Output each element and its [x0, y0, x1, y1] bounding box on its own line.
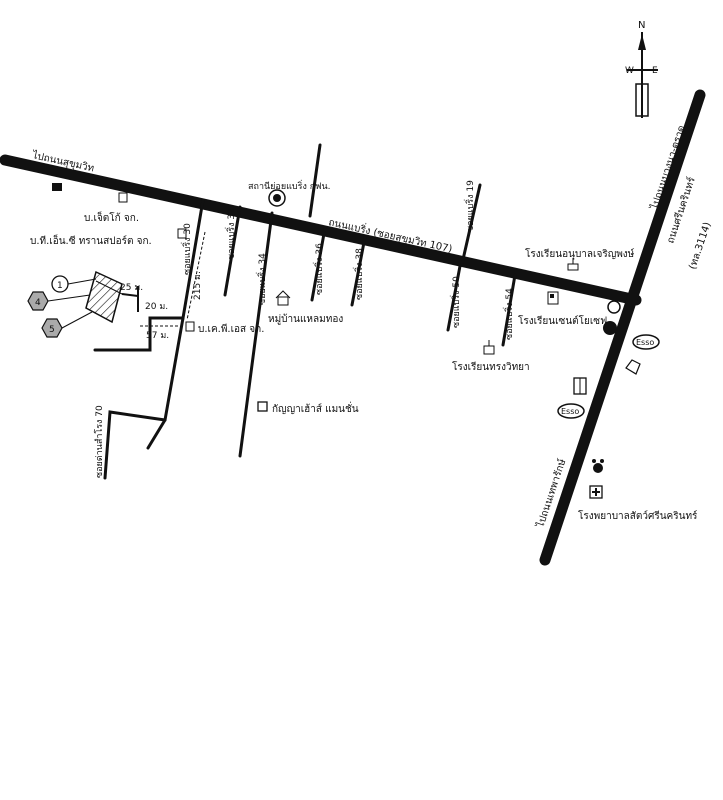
- compass-rose-icon: N W E: [625, 20, 658, 118]
- soi-50-label: ซอยแบริ่ง 50: [449, 276, 462, 328]
- soi-19-label: ซอยแบริ่ง 19: [463, 180, 476, 232]
- factory-icon: [52, 183, 62, 191]
- building-icon: [118, 192, 128, 203]
- animal-hospital-label: โรงพยาบาลสัตว์ศรีนครินทร์: [578, 509, 698, 522]
- soi-32-label: ซอยแบริ่ง 32: [224, 208, 237, 260]
- soi-roads: [93, 143, 517, 480]
- building-icon: [177, 228, 187, 239]
- soi-54-label: ซอยแบริ่ง 54: [502, 288, 515, 340]
- power-station-icon: [268, 189, 286, 207]
- distance-25m: 25 ม.: [120, 283, 143, 293]
- marker-4: 4: [27, 291, 91, 311]
- diamond-marker-icon: [625, 359, 641, 375]
- svg-text:Esso: Esso: [636, 338, 654, 347]
- power-station-label: สถานีย่อยแบริ่ง กฟน.: [248, 179, 331, 192]
- distance-215m: 215 ม.: [193, 271, 203, 300]
- gas-station-icon: [603, 321, 617, 335]
- compass-north-label: N: [638, 20, 645, 31]
- building-icon: [185, 321, 195, 332]
- anuban-school-label: โรงเรียนอนุบาลเจริญพงษ์: [525, 247, 635, 260]
- svg-text:5: 5: [49, 325, 55, 335]
- school-icon: [567, 258, 579, 271]
- marker-1: 1: [51, 275, 97, 293]
- srinakarin-road: [539, 89, 706, 566]
- st-joseph-school-label: โรงเรียนเซนต์โยเซฟ: [518, 314, 607, 327]
- kanya-label: กัญญาเฮ้าส์ แมนชั่น: [272, 401, 359, 415]
- school-icon: [547, 291, 559, 305]
- hospital-icon: [589, 485, 603, 499]
- song-witthaya-school-label: โรงเรียนทรงวิทยา: [452, 360, 530, 373]
- compass-west-label: W: [625, 66, 634, 76]
- pet-icon: [592, 459, 604, 473]
- mansion-icon: [257, 401, 268, 412]
- kp-label: บ.เค.พี.เอส จก.: [198, 323, 264, 335]
- svg-text:4: 4: [35, 298, 41, 308]
- marker-5: 5: [41, 311, 93, 338]
- school-icon: [483, 340, 495, 355]
- jetco-label: บ.เจ็ตโก้ จก.: [84, 210, 139, 224]
- highway-number-label: (ทล.3114): [687, 221, 713, 271]
- village-label: หมู่บ้านแหลมทอง: [268, 313, 343, 325]
- soi-36-label: ซอยแบริ่ง 36: [312, 243, 325, 295]
- gas-station-icon: [607, 300, 621, 314]
- distance-57m: 57 ม.: [146, 331, 169, 341]
- esso-sign-1: Esso: [632, 334, 660, 350]
- soi-dan-samrong-70-label: ซอยด่านสำโรง 70: [94, 405, 105, 478]
- svg-text:Esso: Esso: [561, 407, 579, 416]
- tnc-label: บ.ที.เอ็น.ซี ทรานสปอร์ต จก.: [30, 233, 152, 247]
- village-icon: [275, 290, 291, 306]
- distance-20m: 20 ม.: [145, 302, 168, 312]
- soi-38-label: ซอยแบริ่ง 38: [352, 248, 365, 300]
- esso-sign-2: Esso: [557, 403, 585, 419]
- site-plot: [85, 270, 139, 324]
- bearing-main-road: [0, 154, 642, 306]
- soi-34-label: ซอยแบริ่ง 34: [255, 253, 268, 305]
- svg-text:1: 1: [57, 281, 63, 291]
- soi-30-label: ซอยแบริ่ง 30: [180, 223, 193, 275]
- compass-east-label: E: [652, 66, 658, 76]
